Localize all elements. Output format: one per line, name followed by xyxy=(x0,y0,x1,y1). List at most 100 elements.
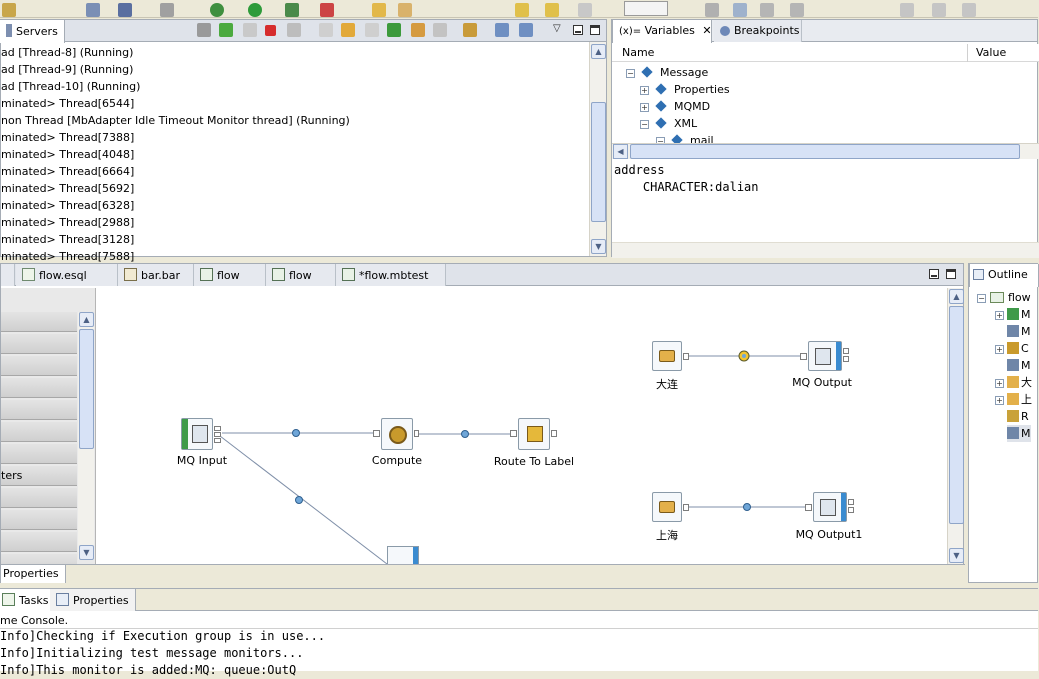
thread-item[interactable]: minated> Thread[7588] xyxy=(1,250,135,263)
expand-icon[interactable]: + xyxy=(995,396,1004,405)
resume-icon[interactable] xyxy=(219,23,233,37)
outline-item[interactable]: M xyxy=(1007,425,1031,442)
outline-item[interactable]: R xyxy=(1007,408,1029,425)
step-into-icon[interactable] xyxy=(319,23,333,37)
expand-icon[interactable]: + xyxy=(640,103,649,112)
terminate-icon[interactable] xyxy=(265,25,276,36)
thread-item[interactable]: minated> Thread[5692] xyxy=(1,182,135,195)
label-node-dalian[interactable] xyxy=(652,341,682,371)
scroll-thumb[interactable] xyxy=(630,144,1020,159)
grid-icon[interactable] xyxy=(733,3,747,17)
connection-bendpoint[interactable] xyxy=(461,430,469,438)
thread-item[interactable]: minated> Thread[6544] xyxy=(1,97,135,110)
back-arrow-icon[interactable] xyxy=(515,3,529,17)
scroll-thumb[interactable] xyxy=(591,102,606,222)
connection-bendpoint[interactable] xyxy=(742,354,746,358)
drop-to-frame-icon[interactable] xyxy=(411,23,425,37)
palette-drawer[interactable] xyxy=(1,422,77,442)
terminal[interactable] xyxy=(848,507,854,513)
thread-item[interactable]: minated> Thread[6328] xyxy=(1,199,135,212)
terminal[interactable] xyxy=(683,504,689,511)
thread-item[interactable]: minated> Thread[2988] xyxy=(1,216,135,229)
scroll-thumb[interactable] xyxy=(949,306,964,524)
collapse-icon[interactable]: − xyxy=(640,120,649,129)
tab-flow-mbtest[interactable]: *flow.mbtest xyxy=(336,264,446,286)
palette-drawer[interactable] xyxy=(1,488,77,508)
toolbar-icon[interactable] xyxy=(160,3,174,17)
run-to-line-icon[interactable] xyxy=(387,23,401,37)
terminal[interactable] xyxy=(214,426,221,431)
connection-bendpoint[interactable] xyxy=(295,496,303,504)
console-output[interactable]: Info]Checking if Execution group is in u… xyxy=(0,629,1038,677)
search-box[interactable] xyxy=(624,1,668,16)
expand-icon[interactable]: + xyxy=(995,345,1004,354)
thread-item[interactable]: minated> Thread[4048] xyxy=(1,148,135,161)
thread-item[interactable]: non Thread [MbAdapter Idle Timeout Monit… xyxy=(1,114,350,127)
outline-item[interactable]: +上 xyxy=(995,391,1032,408)
scroll-thumb[interactable] xyxy=(79,329,94,449)
terminal[interactable] xyxy=(214,438,221,443)
tab-outline[interactable]: Outline xyxy=(969,264,1039,287)
palette-drawer[interactable] xyxy=(1,400,77,420)
variable-row[interactable]: −Message xyxy=(626,64,708,81)
tab-properties-editor[interactable]: Properties xyxy=(1,565,66,583)
toolbar-icon[interactable] xyxy=(398,3,412,17)
column-header-value[interactable]: Value xyxy=(976,46,1007,59)
thread-item[interactable]: ad [Thread-8] (Running) xyxy=(1,46,134,59)
terminal[interactable] xyxy=(805,504,812,511)
scroll-up-icon[interactable]: ▲ xyxy=(949,289,964,304)
expand-icon[interactable]: + xyxy=(995,379,1004,388)
tab-variables[interactable]: (x)= Variables ✕ xyxy=(612,20,712,43)
variable-row[interactable]: −XML xyxy=(640,115,697,132)
connection-bendpoint[interactable] xyxy=(743,503,751,511)
variable-row[interactable]: +Properties xyxy=(640,81,730,98)
terminal[interactable] xyxy=(414,430,419,437)
folder-icon[interactable] xyxy=(372,3,386,17)
view-menu-icon[interactable]: ▽ xyxy=(553,23,561,34)
tab-bar-bar[interactable]: bar.bar xyxy=(118,264,194,286)
outline-item[interactable]: +M xyxy=(995,306,1031,323)
palette-scrollbar[interactable]: ▲ ▼ xyxy=(78,312,94,560)
mq-output1-node[interactable] xyxy=(813,492,847,522)
step-over-icon[interactable] xyxy=(341,23,355,37)
connection[interactable] xyxy=(219,435,388,565)
mq-input-node[interactable] xyxy=(181,418,213,450)
variable-row[interactable]: +MQMD xyxy=(640,98,710,115)
toolbar-icon[interactable] xyxy=(962,3,976,17)
collapse-icon[interactable]: − xyxy=(977,294,986,303)
variable-detail-pane[interactable]: address CHARACTER:dalian xyxy=(614,163,1034,243)
scroll-down-icon[interactable]: ▼ xyxy=(949,548,964,563)
tab-editor-partial[interactable] xyxy=(1,264,15,286)
terminal[interactable] xyxy=(214,432,221,437)
scroll-down-icon[interactable]: ▼ xyxy=(591,239,606,254)
terminal[interactable] xyxy=(373,430,380,437)
suspend-icon[interactable] xyxy=(243,23,257,37)
expand-icon[interactable]: + xyxy=(640,86,649,95)
scroll-up-icon[interactable]: ▲ xyxy=(591,44,606,59)
toolbar-icon[interactable] xyxy=(86,3,100,17)
close-icon[interactable]: ✕ xyxy=(702,24,712,37)
minimize-icon[interactable] xyxy=(929,269,939,279)
minimize-icon[interactable] xyxy=(573,25,583,35)
forward-arrow-icon[interactable] xyxy=(545,3,559,17)
palette-drawer[interactable] xyxy=(1,312,77,332)
terminal[interactable] xyxy=(510,430,517,437)
detail-scrollbar[interactable] xyxy=(612,242,1039,258)
expand-icon[interactable]: + xyxy=(995,311,1004,320)
palette-drawer[interactable]: ters xyxy=(1,466,77,486)
collapse-icon[interactable]: − xyxy=(626,69,635,78)
thread-item[interactable]: minated> Thread[3128] xyxy=(1,233,135,246)
thread-item[interactable]: ad [Thread-10] (Running) xyxy=(1,80,141,93)
palette-drawer[interactable] xyxy=(1,334,77,354)
palette-drawer[interactable] xyxy=(1,510,77,530)
toolbar-icon[interactable] xyxy=(320,3,334,17)
tab-tasks[interactable]: Tasks xyxy=(0,589,56,611)
step-return-icon[interactable] xyxy=(365,23,379,37)
tab-flow-2[interactable]: flow xyxy=(266,264,336,286)
variables-hscrollbar[interactable]: ◀ xyxy=(612,143,1039,159)
terminal[interactable] xyxy=(683,353,689,360)
mq-output-node[interactable] xyxy=(808,341,842,371)
terminal[interactable] xyxy=(800,353,807,360)
disconnect-icon[interactable] xyxy=(287,23,301,37)
outline-root[interactable]: −flow xyxy=(977,289,1031,306)
